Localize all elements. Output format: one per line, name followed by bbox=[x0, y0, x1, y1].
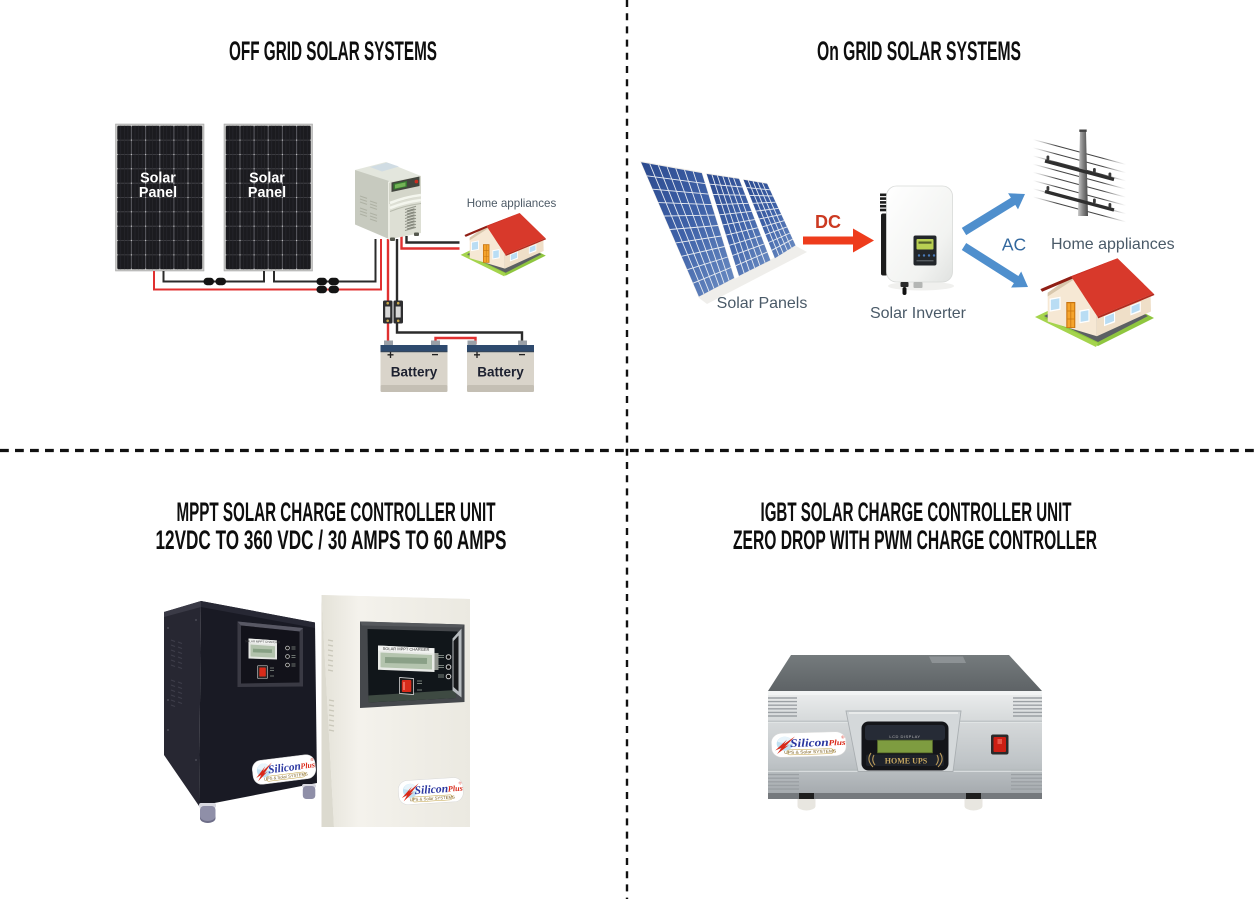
svg-text:SOLAR MPPT CHARGER: SOLAR MPPT CHARGER bbox=[245, 639, 281, 644]
svg-text:Panel: Panel bbox=[248, 185, 286, 201]
svg-text:Home appliances: Home appliances bbox=[467, 197, 557, 210]
svg-text:+: + bbox=[474, 348, 481, 362]
svg-text:Home appliances: Home appliances bbox=[1051, 236, 1175, 253]
svg-text:−: − bbox=[432, 348, 439, 362]
svg-text:HOME UPS: HOME UPS bbox=[885, 757, 928, 766]
svg-text:Solar: Solar bbox=[249, 171, 285, 187]
svg-text:Panel: Panel bbox=[139, 185, 177, 201]
svg-text:Solar: Solar bbox=[140, 171, 176, 187]
svg-text:Battery: Battery bbox=[391, 365, 438, 380]
svg-text:AC: AC bbox=[1002, 235, 1026, 255]
svg-text:LCD DISPLAY: LCD DISPLAY bbox=[889, 734, 920, 739]
svg-text:Solar Panels: Solar Panels bbox=[717, 295, 808, 312]
svg-text:−: − bbox=[519, 348, 526, 362]
svg-text:+: + bbox=[387, 348, 394, 362]
svg-text:Battery: Battery bbox=[477, 365, 524, 380]
svg-text:DC: DC bbox=[815, 212, 841, 232]
svg-text:Solar Inverter: Solar Inverter bbox=[870, 305, 967, 322]
svg-text:SOLAR MPPT CHARGER: SOLAR MPPT CHARGER bbox=[383, 646, 430, 652]
